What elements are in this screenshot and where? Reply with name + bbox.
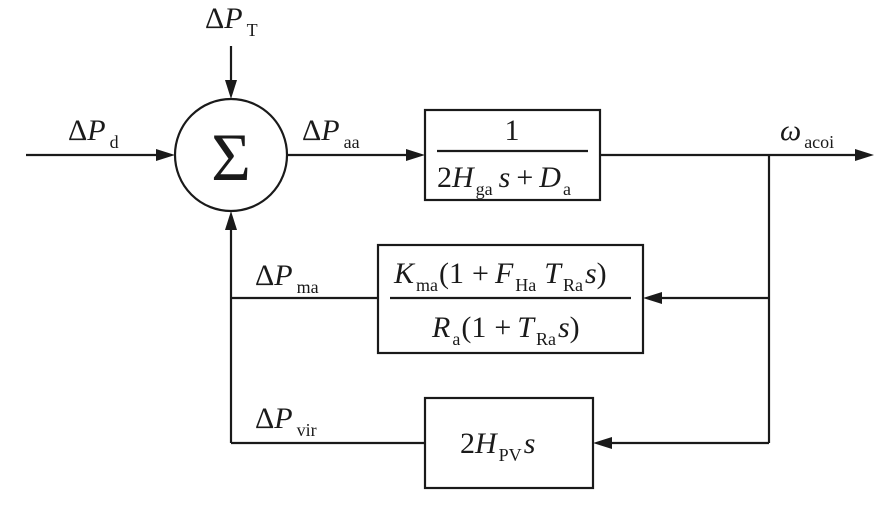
sum-symbol: Σ (211, 119, 251, 195)
sum-to-plant-arrow (406, 149, 425, 161)
input-d-arrow (156, 149, 175, 161)
feedback-virtual-arrow (593, 437, 612, 449)
virtual-inertia-block (423, 396, 595, 490)
plant-block (423, 108, 602, 202)
summing-junction (173, 97, 289, 213)
output-arrow (855, 149, 874, 161)
return-arrow (225, 211, 237, 230)
feedback-governor-arrow (643, 292, 662, 304)
input-t-arrow (225, 80, 237, 99)
plant-numerator: 1 (505, 114, 520, 147)
